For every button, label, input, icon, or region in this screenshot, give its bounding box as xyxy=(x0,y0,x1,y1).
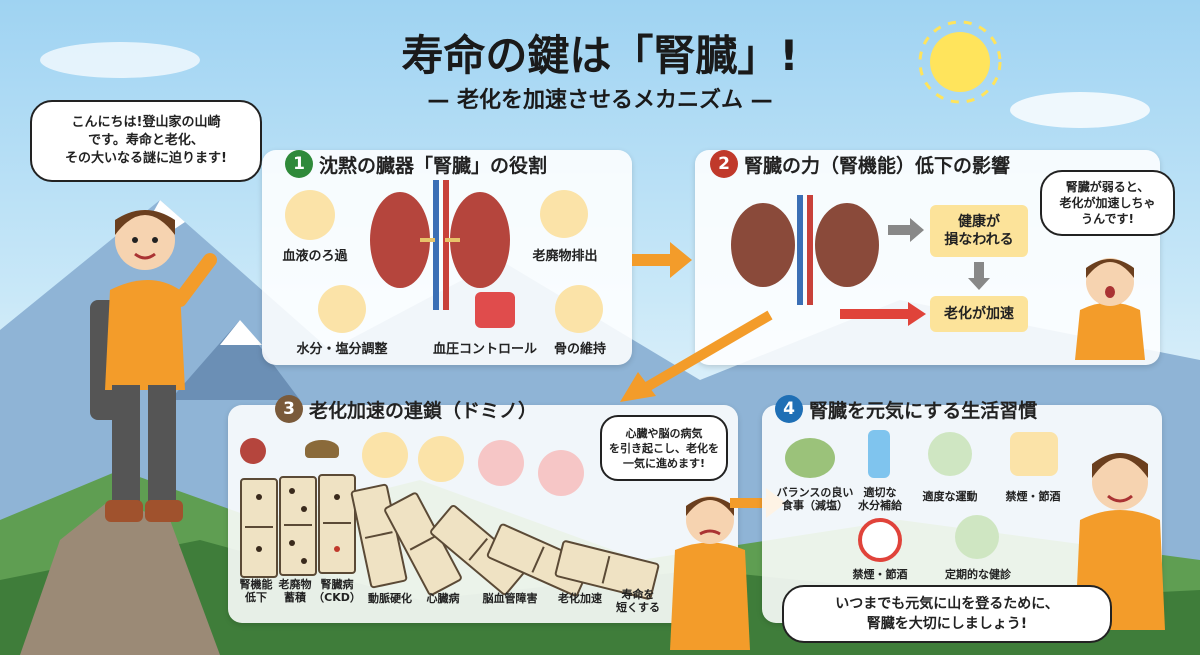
panel3-bubble-line1: 心臓や脳の病気 xyxy=(625,426,703,440)
meal-icon xyxy=(785,438,835,478)
panel1-item-blood-pressure: 血圧コントロール xyxy=(432,342,537,357)
heart-icon xyxy=(418,436,464,482)
damaged-kidney-icon xyxy=(731,195,879,305)
arrow-diagonal-icon xyxy=(620,310,773,402)
panel4-title: 腎臓を元気にする生活習慣 xyxy=(809,399,1038,422)
beer-icon xyxy=(1010,432,1058,476)
panel1-item-waste: 老廃物排出 xyxy=(532,249,598,264)
stethoscope-icon xyxy=(955,515,999,559)
panel3-title: 老化加速の連鎖（ドミノ） xyxy=(309,399,538,422)
bone-icon xyxy=(555,285,603,333)
panel4-header: 4 腎臓を元気にする生活習慣 xyxy=(775,395,1037,423)
closing-line1: いつまでも元気に山を登るために、 xyxy=(835,596,1059,612)
health-impaired-line1: 健康が xyxy=(958,214,1000,230)
habit-diet-line2: 食事（減塩） xyxy=(782,499,848,512)
closing-line2: 腎臓を大切にしましょう! xyxy=(866,616,1028,632)
blood-pressure-icon xyxy=(475,292,515,328)
chain-label-3b: （CKD） xyxy=(313,591,361,604)
panel3-header: 3 老化加速の連鎖（ドミノ） xyxy=(275,395,537,423)
aging-accelerates-box: 老化が加速 xyxy=(930,296,1028,332)
water-drop-icon xyxy=(318,285,366,333)
chain-label-aging: 老化加速 xyxy=(558,592,602,605)
panel1-number: 1 xyxy=(285,150,313,178)
domino-2 xyxy=(279,476,317,576)
chain-label-shorten-life: 寿命を 短くする xyxy=(610,588,666,614)
arrow-right-icon xyxy=(632,242,692,278)
panel1-item-bone: 骨の維持 xyxy=(553,342,606,357)
habit-no-smoking-2: 禁煙・節酒 xyxy=(852,568,908,581)
water-bottle-icon xyxy=(868,430,890,478)
page-subtitle: — 老化を加速させるメカニズム — xyxy=(427,88,773,113)
chain-label-8a: 寿命を xyxy=(621,588,655,601)
chain-label-cerebrovascular: 脳血管障害 xyxy=(482,592,538,605)
brain-icon xyxy=(538,450,584,496)
hiker-illustration-left xyxy=(90,210,217,522)
habit-balanced-diet: バランスの良い 食事（減塩） xyxy=(772,486,858,512)
heart-damage-icon xyxy=(478,440,524,486)
panel3-speech-bubble: 心臓や脳の病気 を引き起こし、老化を 一気に進めます! xyxy=(600,415,728,481)
intro-line-1: こんにちは!登山家の山崎 xyxy=(71,115,221,130)
intro-line-3: その大いなる謎に迫ります! xyxy=(65,151,227,166)
habit-exercise: 適度な運動 xyxy=(922,490,978,503)
panel2-bubble-line2: 老化が加速しちゃ xyxy=(1059,196,1156,210)
intro-speech-bubble: こんにちは!登山家の山崎 です。寿命と老化、 その大いなる謎に迫ります! xyxy=(30,100,262,182)
closing-speech-bubble: いつまでも元気に山を登るために、 腎臓を大切にしましょう! xyxy=(782,585,1112,643)
chain-label-2b: 蓄積 xyxy=(284,591,306,604)
chain-label-kidney-decline: 腎機能 低下 xyxy=(232,578,280,604)
chain-label-3a: 腎臓病 xyxy=(320,578,354,591)
arrow-gray-icon xyxy=(888,218,924,242)
panel3-bubble-line3: 一気に進めます! xyxy=(622,456,706,470)
blood-vessel-icon xyxy=(285,190,335,240)
waste-pile-icon xyxy=(305,440,339,458)
habit-diet-line1: バランスの良い xyxy=(776,486,854,499)
hiker-surprised-illustration xyxy=(1075,258,1145,360)
no-smoking-icon xyxy=(858,518,902,562)
habit-no-smoking-1: 禁煙・節酒 xyxy=(1005,490,1061,503)
panel2-bubble-line3: うんです! xyxy=(1081,212,1134,226)
panel1-item-filtration: 血液のろ過 xyxy=(282,249,348,264)
panel2-number: 2 xyxy=(710,150,738,178)
kidney-icon xyxy=(370,180,510,310)
page-title: 寿命の鍵は「腎臓」! xyxy=(401,31,799,80)
artery-icon xyxy=(362,432,408,478)
chain-label-arteriosclerosis: 動脈硬化 xyxy=(368,592,412,605)
domino-3 xyxy=(318,474,356,574)
running-icon xyxy=(928,432,972,476)
chain-label-1b: 低下 xyxy=(245,591,267,604)
aging-accelerates-label: 老化が加速 xyxy=(944,306,1014,322)
panel4-number: 4 xyxy=(775,395,803,423)
panel1-header: 1 沈黙の臓器「腎臓」の役割 xyxy=(285,150,547,178)
chain-label-ckd: 腎臓病 （CKD） xyxy=(310,578,364,604)
chain-label-8b: 短くする xyxy=(616,601,660,614)
panel2-bubble-line1: 腎臓が弱ると、 xyxy=(1065,180,1150,194)
panel1-title: 沈黙の臓器「腎臓」の役割 xyxy=(319,154,548,177)
panel1-item-water-salt: 水分・塩分調整 xyxy=(296,342,388,357)
intro-line-2: です。寿命と老化、 xyxy=(88,133,204,148)
health-impaired-line2: 損なわれる xyxy=(944,232,1014,248)
habit-water-line2: 水分補給 xyxy=(858,499,902,512)
panel2-title: 腎臓の力（腎機能）低下の影響 xyxy=(744,154,1011,177)
chain-label-2a: 老廃物 xyxy=(278,578,312,591)
hiker-worried-illustration xyxy=(670,496,750,650)
domino-1 xyxy=(240,478,278,578)
chain-label-1a: 腎機能 xyxy=(239,578,273,591)
arrow-down-icon xyxy=(968,262,990,290)
habit-checkup: 定期的な健診 xyxy=(945,568,1011,581)
habit-hydration: 適切な 水分補給 xyxy=(852,486,908,512)
chain-label-heart-disease: 心臓病 xyxy=(426,592,460,605)
habit-water-line1: 適切な xyxy=(863,486,897,499)
panel3-bubble-line2: を引き起こし、老化を xyxy=(609,441,719,455)
arrow-red-icon xyxy=(840,302,926,326)
panel2-speech-bubble: 腎臓が弱ると、 老化が加速しちゃ うんです! xyxy=(1040,170,1175,236)
kidney-small-icon xyxy=(240,438,266,464)
health-impaired-box: 健康が 損なわれる xyxy=(930,205,1028,257)
chain-label-waste: 老廃物 蓄積 xyxy=(271,578,319,604)
panel2-header: 2 腎臓の力（腎機能）低下の影響 xyxy=(710,150,1010,178)
panel3-number: 3 xyxy=(275,395,303,423)
waste-icon xyxy=(540,190,588,238)
